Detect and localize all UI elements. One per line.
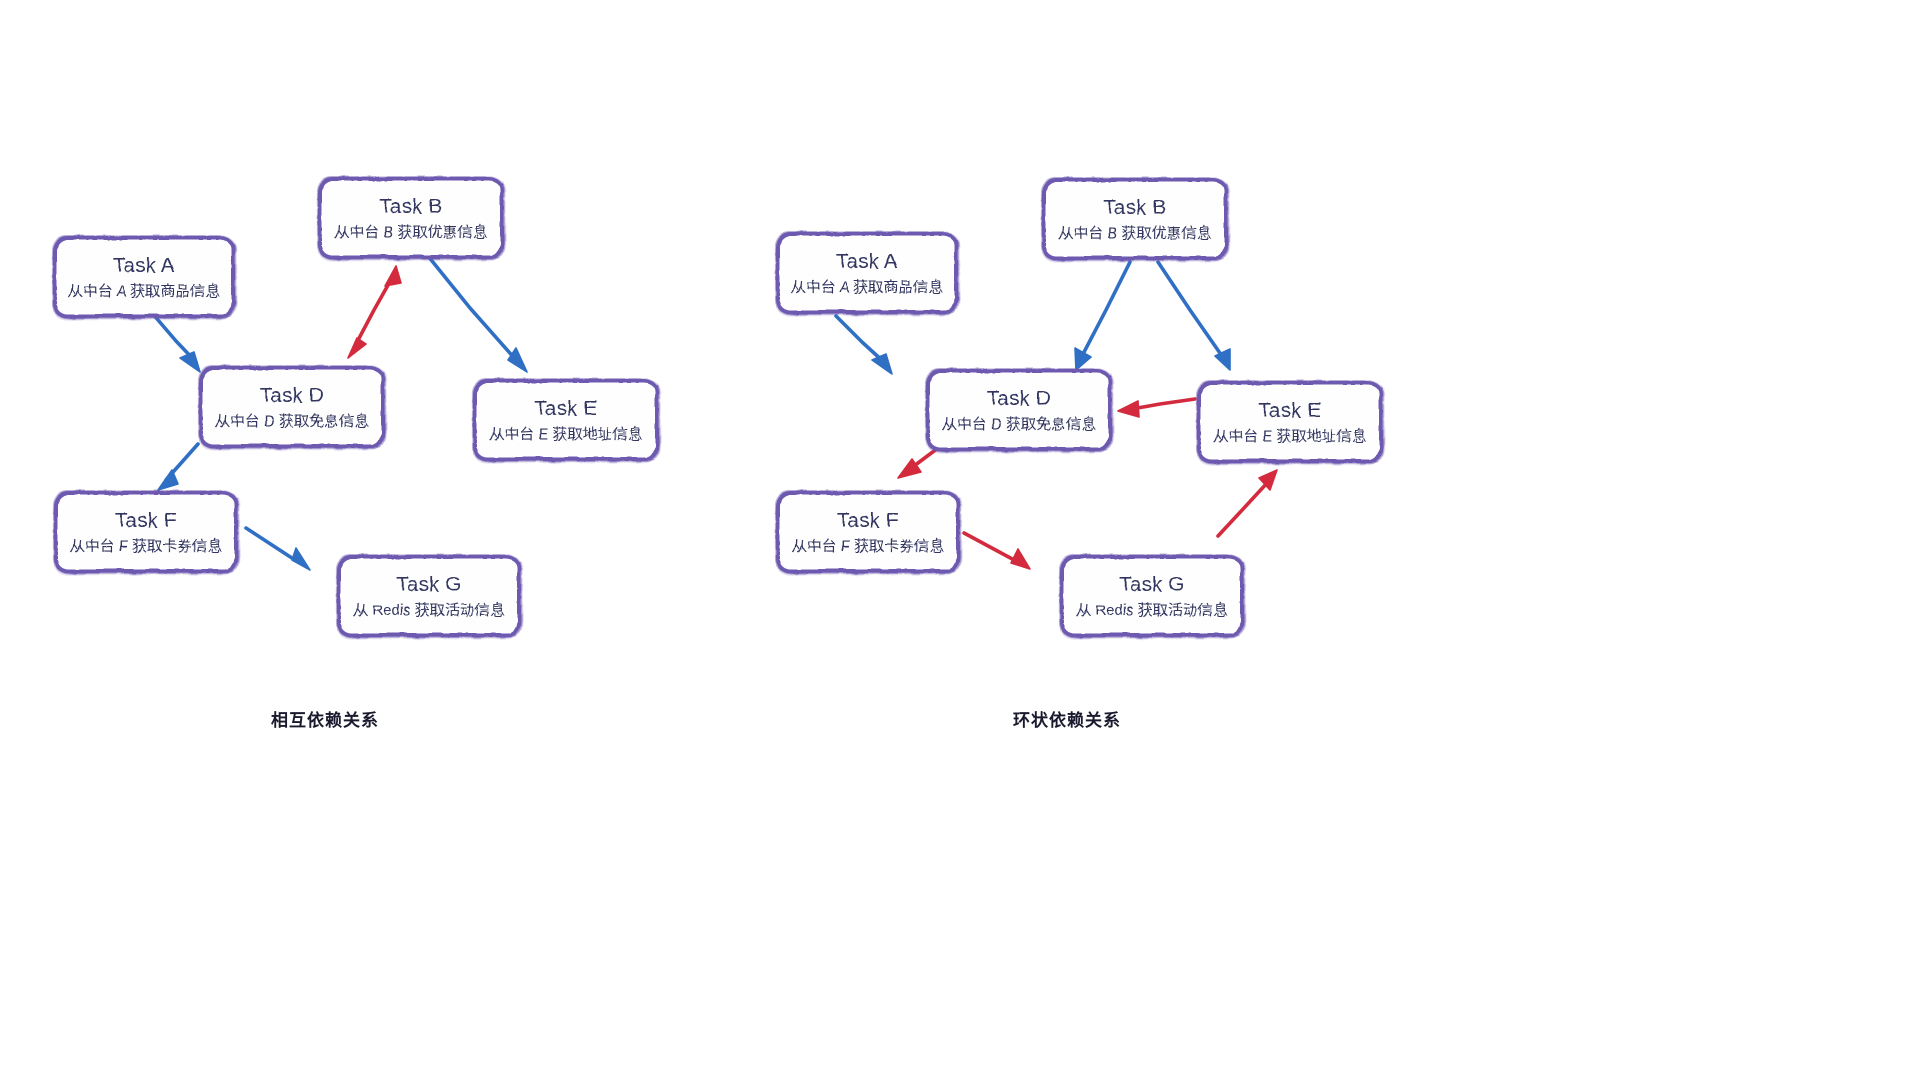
node-title: Task B [379, 195, 443, 218]
edge-f-to-g [962, 531, 1031, 570]
node-task-e[interactable]: Task E 从中台 E 获取地址信息 [1197, 381, 1383, 463]
node-task-f[interactable]: Task F 从中台 F 获取卡券信息 [54, 491, 238, 573]
node-task-g[interactable]: Task G 从 Redis 获取活动信息 [1060, 555, 1244, 637]
node-task-d[interactable]: Task D 从中台 D 获取免息信息 [199, 366, 385, 448]
diagram-caption-left: 相互依赖关系 [271, 711, 379, 730]
node-title: Task F [837, 509, 899, 532]
edge-g-to-e [1216, 469, 1278, 538]
node-title: Task A [113, 254, 175, 277]
node-title: Task G [1119, 573, 1185, 596]
node-title: Task G [396, 573, 462, 596]
node-title: Task F [115, 509, 177, 532]
node-task-a[interactable]: Task A 从中台 A 获取商品信息 [53, 236, 235, 318]
edge-b-to-e [1156, 260, 1231, 371]
node-task-e[interactable]: Task E 从中台 E 获取地址信息 [473, 379, 659, 461]
node-subtitle: 从 Redis 获取活动信息 [353, 601, 505, 619]
node-subtitle: 从中台 E 获取地址信息 [1213, 427, 1367, 445]
diagram-caption-right: 环状依赖关系 [1013, 711, 1121, 730]
node-task-d[interactable]: Task D 从中台 D 获取免息信息 [926, 369, 1112, 451]
edge-a-to-d [150, 311, 201, 373]
edge-f-to-g [244, 526, 311, 571]
node-title: Task D [987, 387, 1051, 410]
edge-e-to-d [1117, 397, 1197, 418]
node-subtitle: 从 Redis 获取活动信息 [1076, 601, 1228, 619]
node-subtitle: 从中台 B 获取优惠信息 [1058, 224, 1212, 242]
node-title: Task E [1258, 399, 1322, 422]
node-title: Task B [1103, 196, 1167, 219]
node-title: Task E [534, 397, 598, 420]
edge-b-to-d [1074, 260, 1132, 371]
node-subtitle: 从中台 D 获取免息信息 [214, 412, 370, 430]
node-subtitle: 从中台 F 获取卡券信息 [791, 537, 945, 555]
node-task-b[interactable]: Task B 从中台 B 获取优惠信息 [318, 177, 504, 259]
node-title: Task A [836, 250, 898, 273]
diagram-circular-dependency: Task A 从中台 A 获取商品信息 Task B 从中台 B 获取优惠信息 … [740, 0, 1640, 1080]
node-subtitle: 从中台 A 获取商品信息 [67, 282, 221, 300]
node-subtitle: 从中台 E 获取地址信息 [489, 425, 643, 443]
edge-a-to-d [834, 314, 893, 375]
node-task-f[interactable]: Task F 从中台 F 获取卡券信息 [776, 491, 960, 573]
node-subtitle: 从中台 F 获取卡券信息 [69, 537, 223, 555]
edge-b-to-e [426, 254, 528, 373]
edge-d-to-f [157, 442, 200, 491]
node-task-b[interactable]: Task B 从中台 B 获取优惠信息 [1042, 178, 1228, 260]
node-subtitle: 从中台 D 获取免息信息 [941, 415, 1097, 433]
node-subtitle: 从中台 B 获取优惠信息 [334, 223, 488, 241]
node-task-g[interactable]: Task G 从 Redis 获取活动信息 [337, 555, 521, 637]
node-title: Task D [260, 384, 324, 407]
edge-b-to-d-bidirectional [347, 265, 402, 359]
node-subtitle: 从中台 A 获取商品信息 [790, 278, 944, 296]
node-task-a[interactable]: Task A 从中台 A 获取商品信息 [776, 232, 958, 314]
